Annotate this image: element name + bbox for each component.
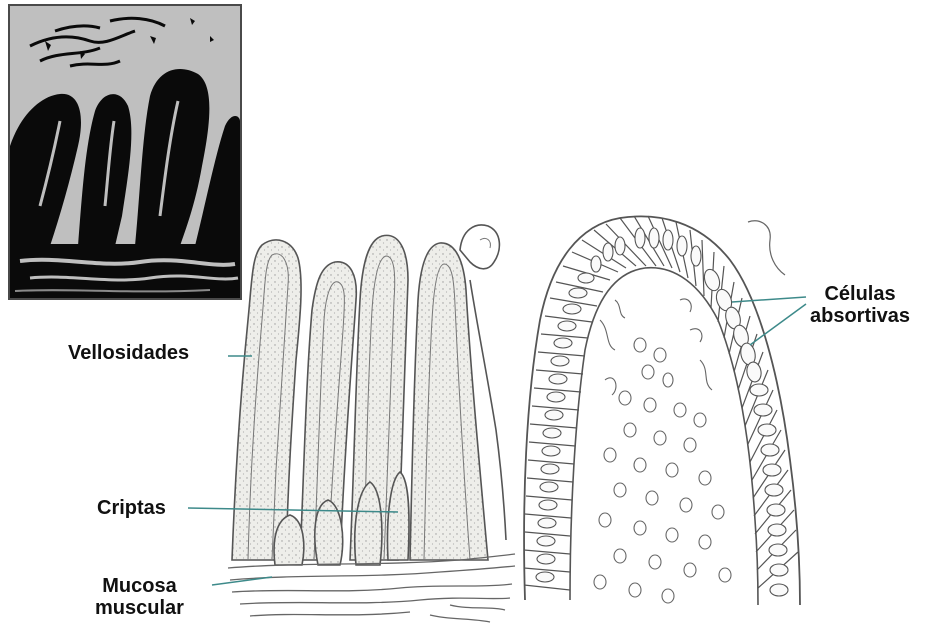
villi-group [232, 225, 506, 565]
leader-celulas-2 [750, 304, 806, 345]
label-celulas-absortivas: Células absortivas [810, 283, 910, 327]
tissue-fragment [748, 221, 785, 275]
villus-1 [232, 240, 301, 560]
leader-celulas-1 [732, 297, 806, 302]
label-mucosa-line1: Mucosa [95, 575, 184, 597]
label-mucosa-line2: muscular [95, 597, 184, 619]
absorptive-cells-right [620, 216, 798, 596]
label-criptas: Criptas [97, 497, 166, 519]
lamina-propria [594, 299, 731, 603]
label-celulas-line1: Células [810, 283, 910, 305]
villus-4 [410, 243, 488, 560]
label-celulas-line2: absortivas [810, 305, 910, 327]
leader-mucosa [212, 577, 272, 585]
label-vellosidades: Vellosidades [68, 342, 189, 364]
absorptive-cells-left [524, 224, 646, 590]
label-mucosa-muscular: Mucosa muscular [95, 575, 184, 619]
